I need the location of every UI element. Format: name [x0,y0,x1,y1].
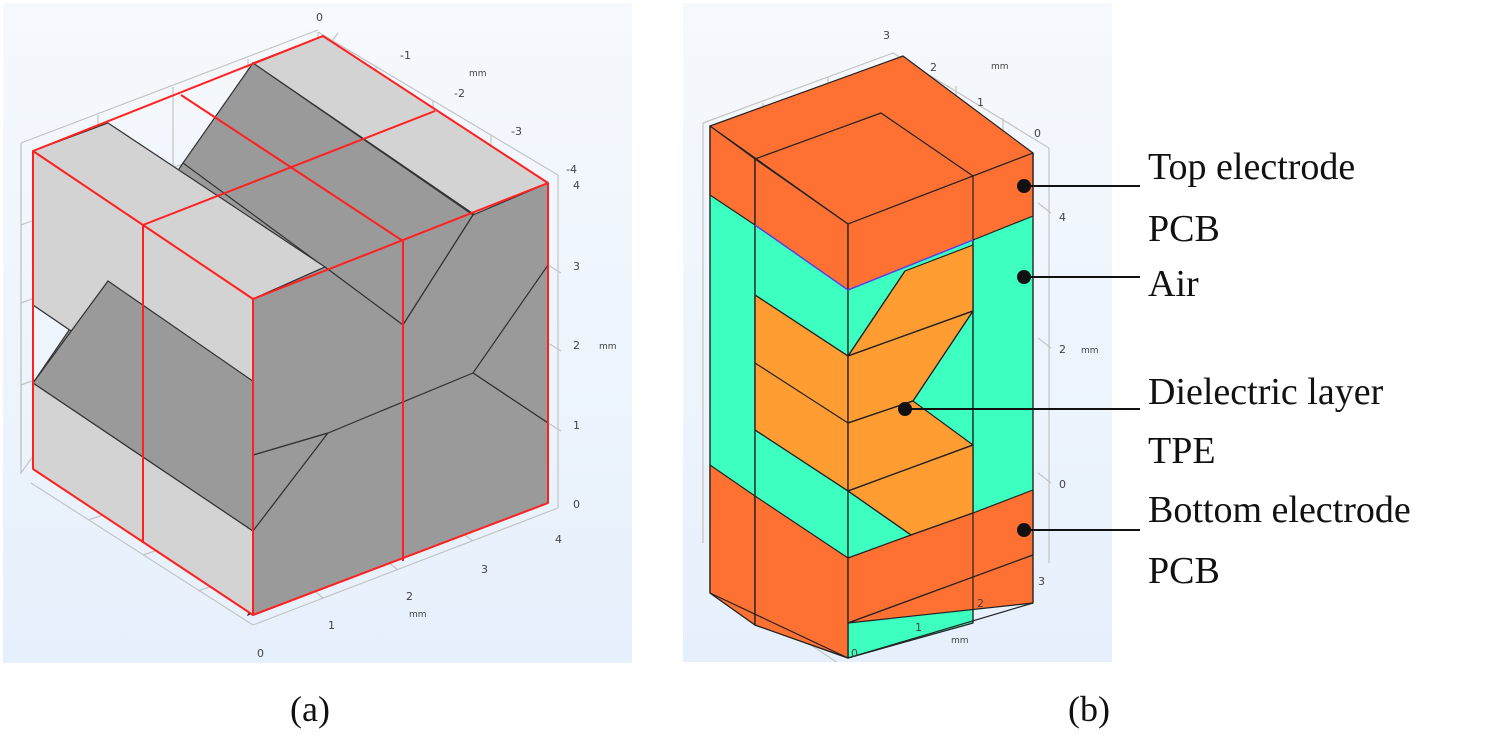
tick-label: 1 [328,619,335,632]
layered-structure [709,55,1034,659]
axis-unit: mm [951,636,969,646]
axis-unit: mm [1081,346,1099,356]
label-dielectric-material: TPE [1148,432,1216,470]
panel-b-3d-model: 3 2 1 0 mm 4 2 0 mm 0 1 2 3 mm [683,3,1112,662]
label-top-electrode-material: PCB [1148,210,1220,248]
panel-b-geometry: 3 2 1 0 mm 4 2 0 mm 0 1 2 3 mm [683,3,1112,662]
tick-label: 0 [316,11,323,24]
label-line: Air [1148,263,1199,305]
tick-label: -3 [511,125,522,138]
tick-label: -1 [400,49,411,62]
caption-b: (b) [1068,689,1110,729]
axis-unit: mm [469,69,487,79]
tick-label: 1 [915,621,922,634]
panel-b-vertical-axis: 4 2 0 mm [1059,211,1099,491]
label-bottom-electrode: Bottom electrode [1148,491,1411,529]
tick-label: 0 [257,647,264,660]
leader-top-electrode [1024,185,1140,187]
bounding-box-edges [32,34,549,616]
label-line: PCB [1148,208,1220,250]
panel-a-bottom-axis: 0 1 2 3 4 mm [257,533,562,660]
tick-label: 3 [883,29,890,42]
panel-b-top-axis: 3 2 1 0 mm [883,29,1041,140]
axis-unit: mm [599,342,617,352]
label-top-electrode: Top electrode [1148,148,1355,186]
tick-label: 2 [930,61,937,74]
panel-a-top-axis: 0 -1 -2 -3 -4 mm [316,11,577,176]
tick-label: 2 [406,590,413,603]
panel-a-vertical-axis: 4 3 2 1 0 mm [573,179,617,511]
label-dielectric: Dielectric layer [1148,373,1383,411]
axis-unit: mm [991,62,1009,72]
tick-label: 0 [1034,127,1041,140]
tick-label: 3 [1038,575,1045,588]
tick-label: 3 [481,563,488,576]
axis-unit: mm [409,610,427,620]
caption-a: (a) [290,689,330,729]
tick-label: 1 [573,419,580,432]
tick-label: 2 [1059,343,1066,356]
leader-dielectric [905,408,1140,410]
label-bottom-electrode-material: PCB [1148,552,1220,590]
label-air: Air [1148,265,1199,303]
tick-label: 4 [573,179,580,192]
panel-b-bottom-axis: 0 1 2 3 mm [851,575,1045,660]
tick-label: 1 [977,96,984,109]
leader-bottom-electrode [1024,529,1140,531]
panel-a-3d-model: 0 -1 -2 -3 -4 mm 4 3 2 1 0 mm 0 1 2 3 4 … [3,3,632,663]
tick-label: 4 [555,533,562,546]
tick-label: 2 [977,597,984,610]
leader-air [1024,276,1140,278]
panel-a-geometry: 0 -1 -2 -3 -4 mm 4 3 2 1 0 mm 0 1 2 3 4 … [3,3,632,663]
label-line: PCB [1148,550,1220,592]
interface-line [754,224,974,291]
tick-label: 2 [573,339,580,352]
front-diagonal [32,182,549,616]
label-line: TPE [1148,430,1216,472]
tick-label: 0 [1059,478,1066,491]
label-line: Top electrode [1148,146,1356,188]
tick-label: -4 [566,163,577,176]
tick-label: 4 [1059,211,1066,224]
label-line: Dielectric layer [1148,371,1384,413]
tick-label: -2 [454,87,465,100]
tick-label: 0 [851,647,858,660]
label-line: Bottom electrode [1148,489,1411,531]
tick-label: 3 [573,260,580,273]
tick-label: 0 [573,498,580,511]
